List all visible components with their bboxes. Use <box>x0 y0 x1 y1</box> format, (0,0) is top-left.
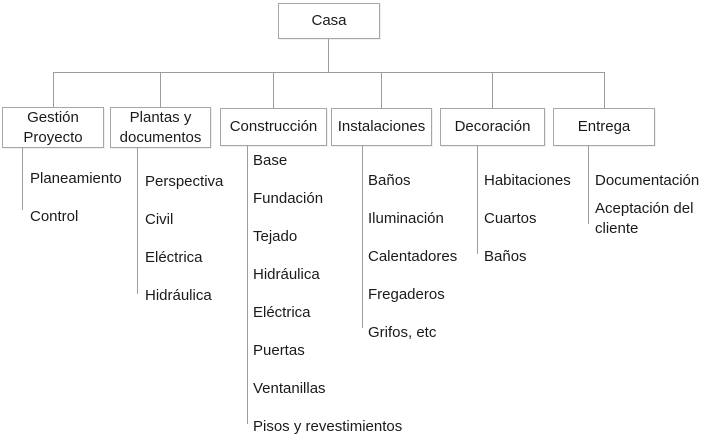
branch-label: Plantas y documentos <box>119 109 202 146</box>
branch-node-construccion[interactable]: Construcción <box>220 108 327 146</box>
branch-list-line-2 <box>137 148 138 294</box>
connector-drop-5 <box>492 72 493 108</box>
list-item[interactable]: Fundación <box>253 189 324 207</box>
branch-label: Construcción <box>229 118 318 136</box>
branch-list-line-6 <box>588 146 589 224</box>
connector-drop-3 <box>273 72 274 108</box>
list-item[interactable]: Tejado <box>253 227 298 245</box>
branch-node-decoracion[interactable]: Decoración <box>440 108 545 146</box>
list-item[interactable]: Eléctrica <box>145 248 203 266</box>
branch-label: Gestión Proyecto <box>23 109 83 146</box>
connector-drop-2 <box>160 72 161 107</box>
list-item[interactable]: Baños <box>368 171 411 189</box>
branch-list-line-4 <box>362 146 363 328</box>
connector-drop-4 <box>381 72 382 108</box>
list-item[interactable]: Perspectiva <box>145 172 224 190</box>
list-item[interactable]: Calentadores <box>368 247 458 265</box>
branch-list-5: Habitaciones Cuartos Baños <box>484 162 599 276</box>
list-item[interactable]: Baños <box>484 247 527 265</box>
branch-list-4: Baños Iluminación Calentadores Fregadero… <box>368 162 488 352</box>
list-item[interactable]: Base <box>253 151 288 169</box>
branch-node-gestion-proyecto[interactable]: Gestión Proyecto <box>2 107 104 148</box>
list-item[interactable]: Control <box>30 207 79 225</box>
list-item[interactable]: Fregaderos <box>368 285 445 303</box>
branch-list-1: Planeamiento Control <box>30 160 145 236</box>
list-item[interactable]: Hidráulica <box>145 286 212 304</box>
list-item[interactable]: Iluminación <box>368 209 444 227</box>
branch-label: Decoración <box>454 118 531 136</box>
list-item[interactable]: Puertas <box>253 341 305 359</box>
branch-node-plantas-y-documentos[interactable]: Plantas y documentos <box>110 107 211 148</box>
connector-drop-6 <box>604 72 605 108</box>
root-label: Casa <box>311 12 347 30</box>
branch-list-line-1 <box>22 148 23 210</box>
list-item[interactable]: Documentación <box>595 171 700 189</box>
connector-horizontal-bus <box>53 72 604 73</box>
list-item[interactable]: Pisos y revestimientos <box>253 417 403 435</box>
list-item[interactable]: Civil <box>145 210 174 228</box>
branch-list-line-5 <box>477 146 478 254</box>
list-item[interactable]: Eléctrica <box>253 303 311 321</box>
branch-node-instalaciones[interactable]: Instalaciones <box>331 108 432 146</box>
list-item[interactable]: Grifos, etc <box>368 323 437 341</box>
branch-list-3: Base Fundación Tejado Hidráulica Eléctri… <box>253 142 453 445</box>
list-item[interactable]: Ventanillas <box>253 379 326 397</box>
list-item[interactable]: Habitaciones <box>484 171 571 189</box>
branch-list-line-3 <box>247 146 248 424</box>
branch-label: Instalaciones <box>337 118 426 136</box>
branch-list-6: Documentación Aceptación del cliente <box>595 162 707 238</box>
list-item[interactable]: Planeamiento <box>30 169 122 187</box>
root-node-casa[interactable]: Casa <box>278 3 380 39</box>
list-item[interactable]: Aceptación del cliente <box>595 199 694 237</box>
list-item[interactable]: Hidráulica <box>253 265 320 283</box>
list-item[interactable]: Cuartos <box>484 209 537 227</box>
branch-label: Entrega <box>577 118 631 136</box>
branch-list-2: Perspectiva Civil Eléctrica Hidráulica <box>145 163 255 315</box>
connector-root-stem <box>328 39 329 72</box>
branch-node-entrega[interactable]: Entrega <box>553 108 655 146</box>
connector-drop-1 <box>53 72 54 107</box>
